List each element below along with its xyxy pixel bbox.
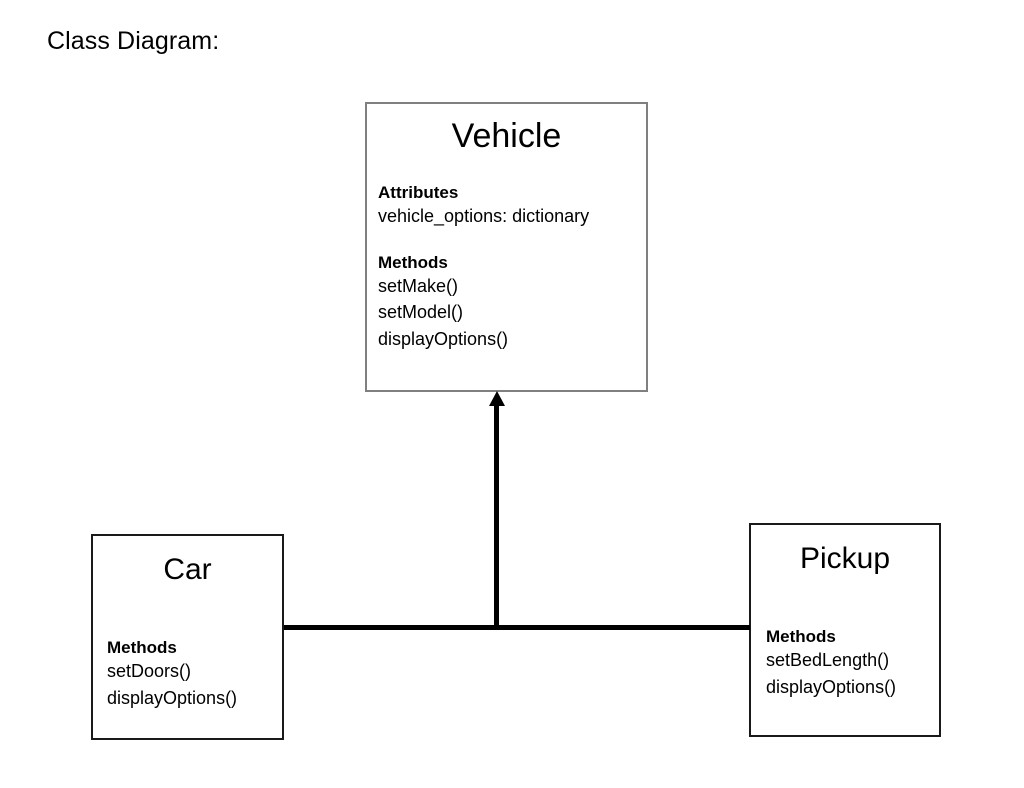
page-title: Class Diagram: [47,27,220,55]
class-name-pickup: Pickup [799,542,891,575]
class-box-vehicle[interactable]: Vehicle Attributes vehicle_options: dict… [365,102,648,392]
method-set-doors: setDoors() [107,661,192,682]
inheritance-arrowhead-icon [489,391,505,406]
class-body-vehicle: Attributes vehicle_options: dictionary M… [378,182,640,352]
method-display-options-pickup: displayOptions() [766,676,897,697]
connector-horizontal-line [284,625,750,630]
method-display-options-car: displayOptions() [107,687,238,708]
compartment-header-methods-car: Methods [107,638,177,657]
method-display-options-vehicle: displayOptions() [378,328,509,349]
class-body-car: Methods setDoors() displayOptions() [107,637,276,711]
compartment-methods-pickup: Methods setBedLength() displayOptions() [766,626,933,700]
method-set-model: setModel() [378,302,464,323]
class-box-pickup[interactable]: Pickup Methods setBedLength() displayOpt… [749,523,941,737]
compartment-header-methods-pickup: Methods [766,627,836,646]
class-name-vehicle: Vehicle [451,117,562,155]
compartment-methods-car: Methods setDoors() displayOptions() [107,637,276,711]
connector-vertical-line [494,404,499,627]
compartment-header-attributes: Attributes [378,183,459,202]
method-set-make: setMake() [378,275,459,296]
class-box-car[interactable]: Car Methods setDoors() displayOptions() [91,534,284,740]
class-name-car: Car [163,553,212,586]
method-set-bed-length: setBedLength() [766,650,890,671]
attribute-vehicle-options: vehicle_options: dictionary [378,206,590,227]
compartment-attributes-vehicle: Attributes vehicle_options: dictionary [378,182,640,230]
compartment-header-methods: Methods [378,252,448,272]
class-body-pickup: Methods setBedLength() displayOptions() [766,626,933,700]
compartment-methods-vehicle: Methods setMake() setModel() displayOpti… [378,252,640,352]
